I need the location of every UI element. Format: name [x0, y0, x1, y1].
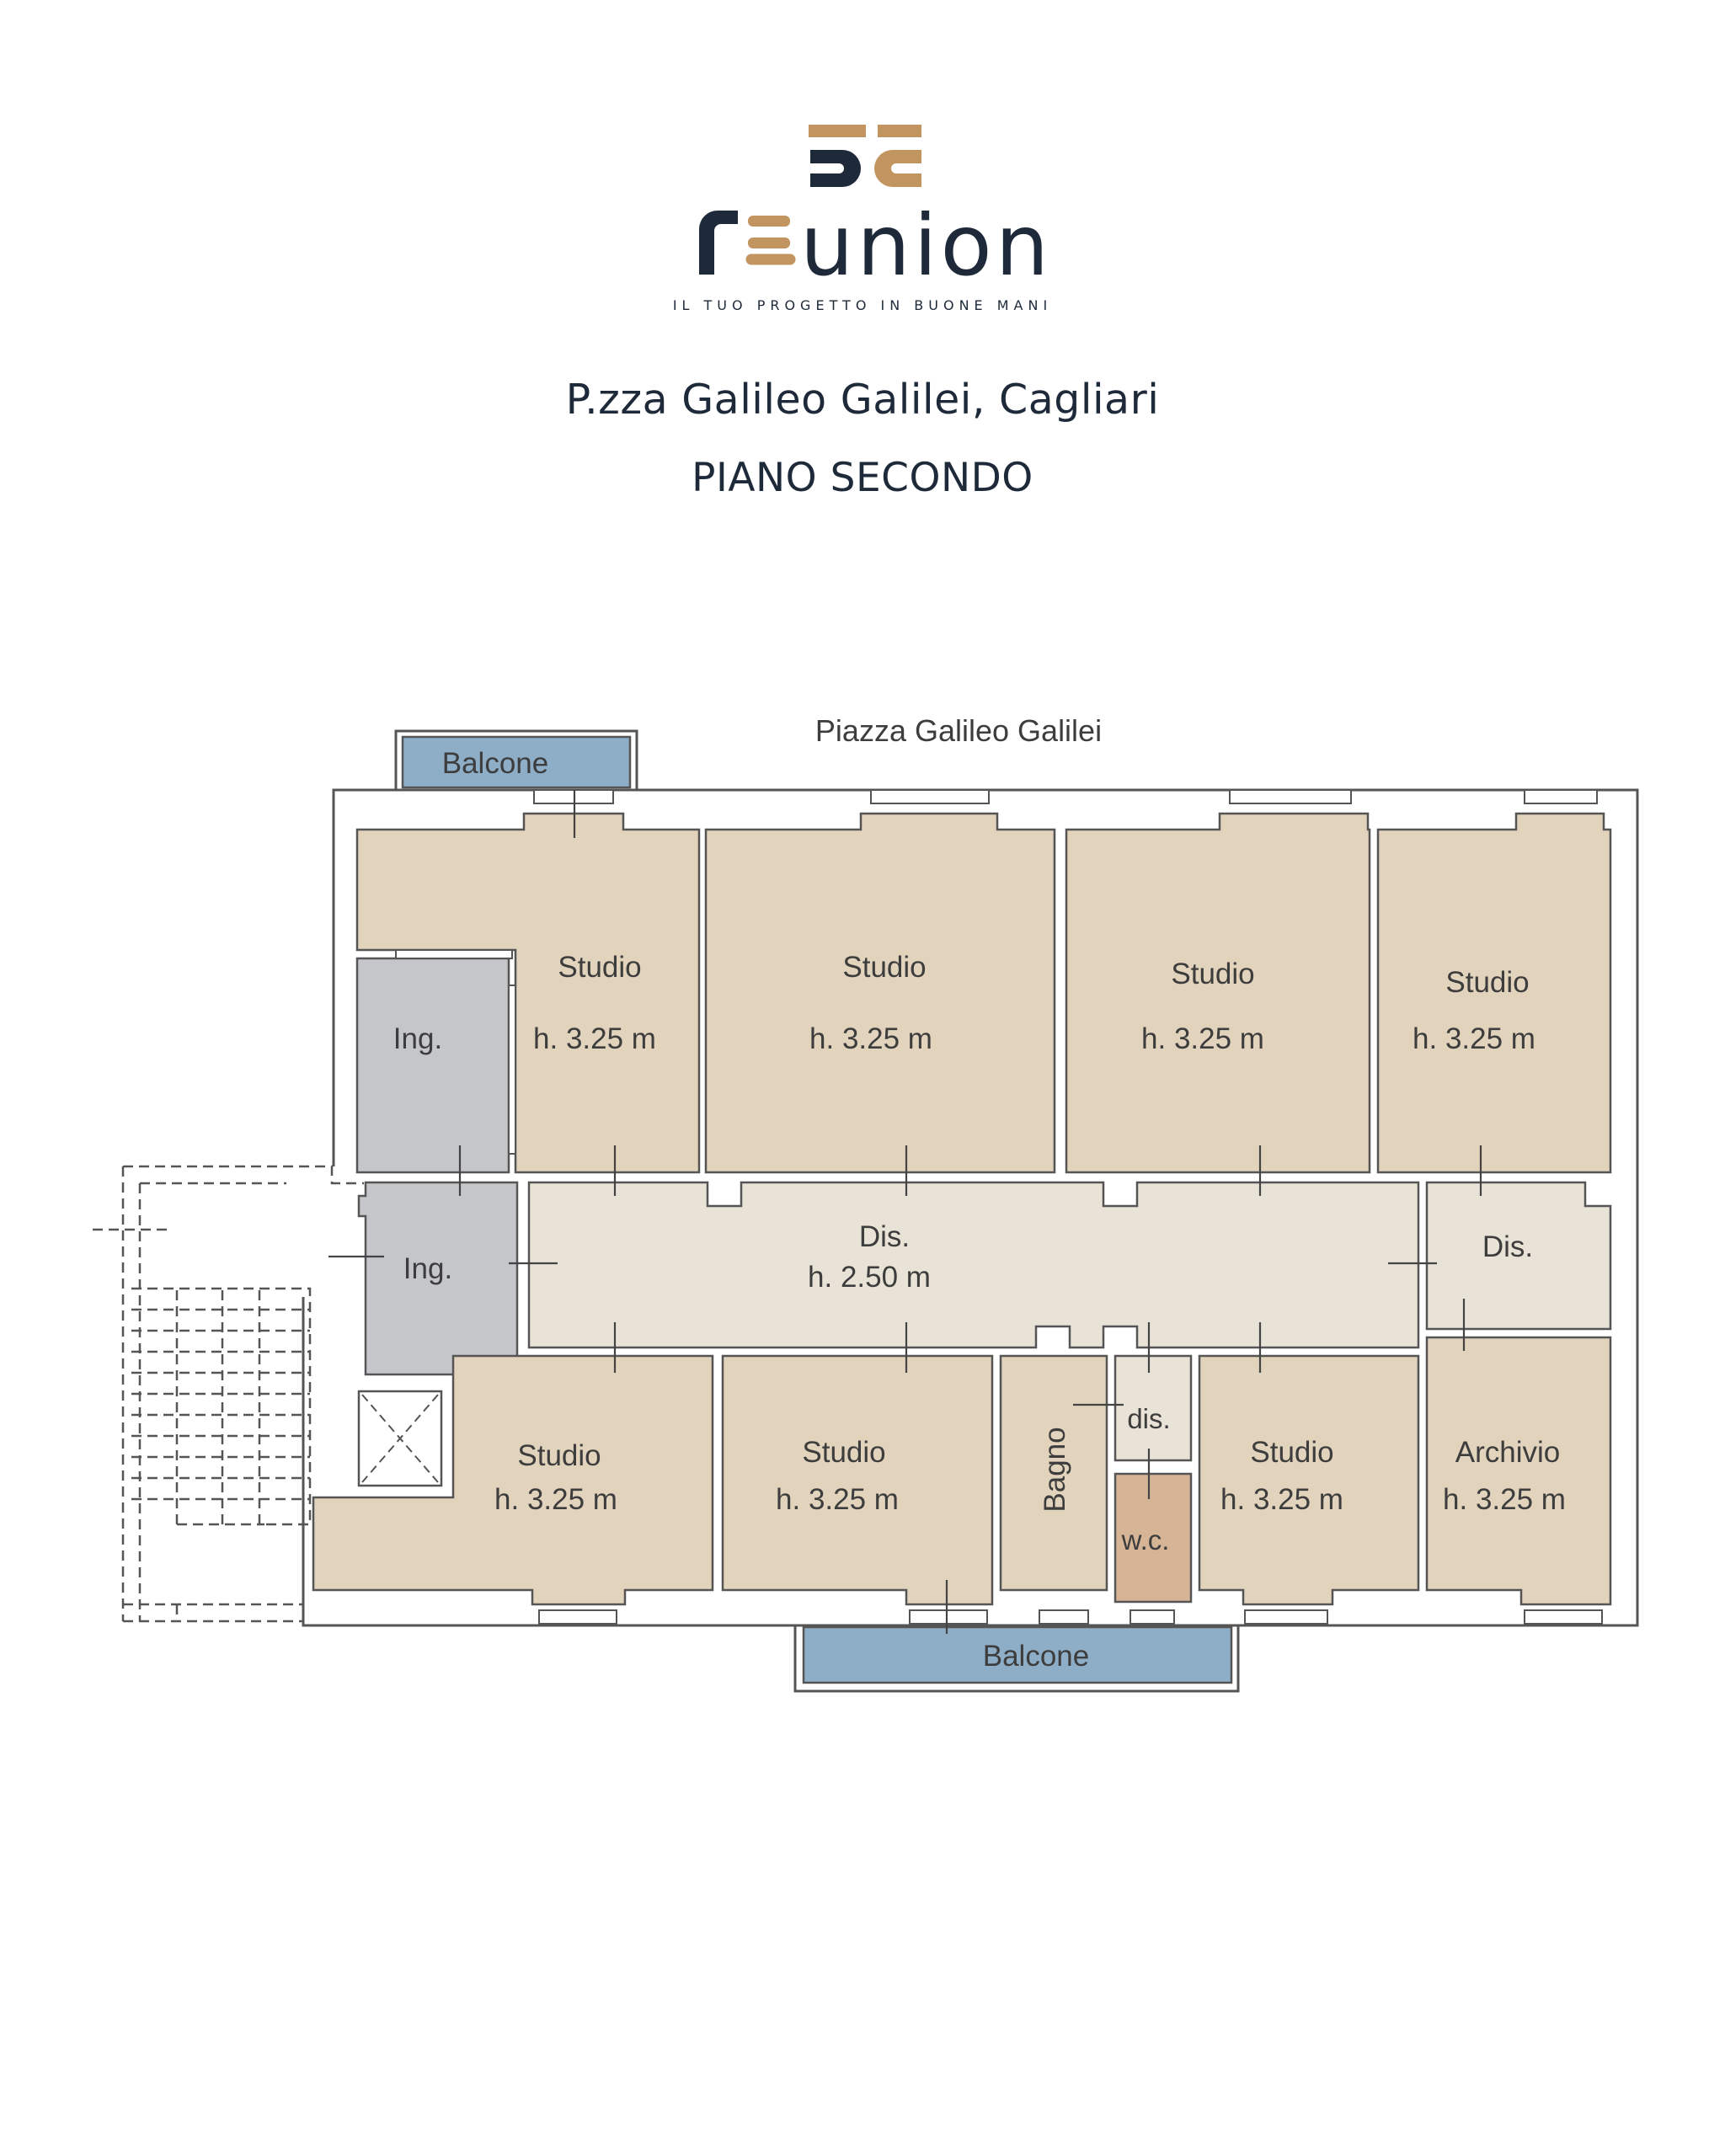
height-studio-7: h. 3.25 m — [1220, 1483, 1343, 1516]
height-studio-3: h. 3.25 m — [1141, 1022, 1264, 1055]
reunion-logo: union IL TUO PROGETTO IN BUONE MANI — [673, 125, 1052, 313]
room-studio-2 — [704, 812, 1056, 1174]
room-studio-4 — [1376, 812, 1612, 1174]
label-studio-1: Studio — [558, 951, 641, 984]
label-dis-small: dis. — [1127, 1403, 1170, 1434]
room-ingresso-1 — [355, 957, 510, 1174]
label-studio-6: Studio — [802, 1436, 885, 1469]
label-studio-2: Studio — [842, 951, 926, 984]
height-studio-4: h. 3.25 m — [1413, 1022, 1535, 1055]
label-balcone-bottom: Balcone — [983, 1640, 1089, 1673]
label-wc: w.c. — [1121, 1524, 1170, 1556]
label-studio-3: Studio — [1171, 958, 1254, 990]
staircase-dashed — [93, 1165, 364, 1623]
door-marks — [328, 790, 1482, 1634]
room-ingresso-2 — [357, 1181, 519, 1376]
exterior-walls — [302, 729, 1639, 1693]
room-dis-small — [1114, 1354, 1193, 1462]
label-balcone-top: Balcone — [442, 747, 548, 780]
address-title: P.zza Galileo Galilei, Cagliari — [565, 376, 1160, 424]
balcone-bottom — [802, 1625, 1233, 1684]
height-archivio: h. 3.25 m — [1443, 1483, 1566, 1516]
room-studio-3 — [1065, 812, 1371, 1174]
label-studio-5: Studio — [517, 1439, 601, 1472]
logo-monogram — [809, 125, 921, 187]
label-ingresso-1: Ing. — [393, 1022, 442, 1055]
room-disimpegno-main — [527, 1181, 1420, 1349]
elevator-shaft — [357, 1390, 443, 1487]
label-dis-right: Dis. — [1482, 1230, 1533, 1263]
svg-text:union: union — [800, 196, 1052, 295]
room-studio-6 — [721, 1354, 994, 1606]
height-dis-main: h. 2.50 m — [808, 1261, 931, 1294]
floor-title: PIANO SECONDO — [692, 455, 1033, 501]
room-disimpegno-right — [1425, 1181, 1612, 1331]
label-dis-main: Dis. — [859, 1220, 910, 1253]
logo-wordmark: union — [699, 196, 1052, 295]
room-wc — [1114, 1472, 1193, 1604]
height-studio-2: h. 3.25 m — [809, 1022, 932, 1055]
room-archivio — [1425, 1336, 1612, 1606]
height-studio-5: h. 3.25 m — [494, 1483, 617, 1516]
windows — [395, 789, 1603, 1625]
room-studio-5 — [312, 1354, 714, 1606]
label-archivio: Archivio — [1455, 1436, 1560, 1469]
label-studio-4: Studio — [1445, 966, 1529, 999]
balcone-top — [401, 735, 632, 789]
height-studio-6: h. 3.25 m — [776, 1483, 899, 1516]
room-bagno — [999, 1354, 1108, 1592]
label-ingresso-2: Ing. — [403, 1252, 452, 1285]
logo-tagline: IL TUO PROGETTO IN BUONE MANI — [673, 297, 1052, 313]
label-studio-7: Studio — [1250, 1436, 1333, 1469]
label-bagno: Bagno — [1039, 1427, 1071, 1512]
height-studio-1: h. 3.25 m — [533, 1022, 656, 1055]
street-label: Piazza Galileo Galilei — [815, 713, 1102, 748]
room-studio-7 — [1198, 1354, 1420, 1606]
